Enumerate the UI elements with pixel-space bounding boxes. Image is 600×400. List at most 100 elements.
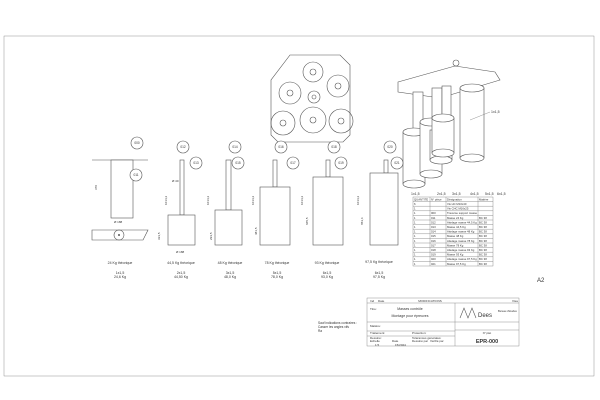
svg-text:018: 018 [331,145,337,149]
iso-label: 5x1,5 [485,192,494,196]
bom-cell: 019 [431,253,436,257]
svg-text:Vérifié par: Vérifié par [430,339,444,343]
bom-cell: BC 38 [479,257,487,261]
svg-text:Dessiné:: Dessiné: [370,336,382,340]
bom-cell: 013 [431,225,436,229]
bom-cell: BC 38 [479,248,487,252]
company-logo: Dees [459,307,492,319]
bom-cell: 1 [414,230,416,234]
balloon-000: 000 [130,136,144,150]
balloons: 000 011 012 013 014 015 016 017 018 019 … [129,136,404,182]
svg-text:Titre:: Titre: [370,307,377,311]
svg-text:Protection:: Protection: [412,331,427,335]
svg-text:Ø 188: Ø 188 [176,250,185,254]
bom-cell: 020 [431,257,436,261]
bom-cell: 1 [414,234,416,238]
svg-text:1014,2: 1014,2 [251,195,255,205]
svg-text:481,5: 481,5 [254,227,258,235]
bom-cell: Masse 44,5 Kg [447,225,466,229]
bom-cell: Attelage masse 78 Kg [447,239,475,243]
svg-text:6x1,5: 6x1,5 [323,271,332,275]
svg-text:5x1,5: 5x1,5 [273,271,282,275]
svg-text:020: 020 [387,145,393,149]
svg-text:012: 012 [180,145,186,149]
bom-header: Matière [479,197,489,201]
svg-text:1x1,5: 1x1,5 [116,271,125,275]
bom-cell: 1 [414,262,416,266]
bom-cell: 1 [414,248,416,252]
bom-cell: 018 [431,248,436,252]
svg-text:014: 014 [232,145,238,149]
bom-cell: 1 [414,243,416,247]
top-view [270,54,354,143]
svg-text:Casser les angles vifs: Casser les angles vifs [318,325,349,329]
bom-cell: 014 [431,230,436,234]
bom-cell: Vis HC M10x40 [447,202,467,206]
bom-cell: 1 [414,225,416,229]
svg-text:Visa: Visa [512,299,518,303]
svg-text:015: 015 [235,161,241,165]
bom-cell: 1 [414,211,416,215]
svg-text:44,5 Kg théorique: 44,5 Kg théorique [167,261,195,265]
bom-cell: 1 [414,239,416,243]
svg-text:1014,2: 1014,2 [206,195,210,205]
bom-header: QUANTITE [414,197,428,201]
svg-text:Sauf indications contraires :: Sauf indications contraires : [318,321,357,325]
bom-cell: 1 [414,220,416,224]
bom-cell: BC 38 [479,216,487,220]
sheet-frame [3,35,595,377]
bom-cell: 021 [431,262,436,266]
bom-cell: 1 [414,216,416,220]
svg-text:019: 019 [338,161,344,165]
svg-text:Ra: Ra [318,329,322,333]
balloon-014: 014 [228,140,242,154]
svg-text:1014,2: 1014,2 [356,195,360,205]
iso-label: 3x1,5 [452,192,461,196]
bom-cell: Masse 24 Kg [447,216,464,220]
svg-text:011: 011 [133,173,138,177]
svg-text:Bureau d'études: Bureau d'études [498,309,518,313]
svg-text:6x1,5: 6x1,5 [375,271,384,275]
svg-text:Dessiné par: Dessiné par [412,339,428,343]
svg-text:1014,2: 1014,2 [164,195,168,205]
bom-cell: 015 [431,234,436,238]
balloon-015: 015 [231,156,245,170]
isometric-view: 1x1,5 1x1,5 2x1,5 3x1,5 4x1,5 5x1,5 6x1,… [397,59,506,196]
svg-text:Montage pour épreuves: Montage pour épreuves [392,314,429,318]
bom-cell: Masse 93 Kg [447,253,464,257]
svg-text:000: 000 [134,141,140,145]
svg-text:1:5: 1:5 [375,343,380,347]
balloon-011: 011 [129,168,143,182]
svg-text:333,5: 333,5 [157,232,161,240]
balloon-020: 020 [383,140,397,154]
svg-text:370: 370 [94,185,98,190]
title-block: Ind Date MODIFICATIONS Visa Titre: Masse… [366,297,520,347]
svg-text:665,5: 665,5 [305,217,309,225]
svg-text:Tolérances générales:: Tolérances générales: [412,336,442,340]
svg-text:Ø 188: Ø 188 [114,220,123,224]
svg-text:021: 021 [394,161,400,165]
general-notes: Sauf indications contraires : Casser les… [318,321,357,333]
bom-frame [412,196,494,267]
svg-text:48,0 Kg: 48,0 Kg [224,275,236,279]
bom-cell: 000 [431,211,436,215]
bom-cell: Attelage masse 93 Kg [447,248,475,252]
svg-text:93,0 Kg: 93,0 Kg [321,275,333,279]
bom-cell: 1 [414,207,416,211]
svg-text:Dees: Dees [478,313,492,319]
bom-cell: Masse 97,5 Kg [447,262,466,266]
bom-cell: Vis CHC M16x25 [447,207,469,211]
svg-text:Date: Date [392,339,399,343]
mass-labels: 24 Kg théorique 1x1,524,6 Kg 44,5 Kg théo… [108,260,393,279]
iso-label: 1x1,5 [411,192,420,196]
svg-text:78 Kg théorique: 78 Kg théorique [265,261,290,265]
svg-text:78,0 Kg: 78,0 Kg [271,275,283,279]
iso-label: 4x1,5 [470,192,479,196]
svg-text:Date: Date [378,299,385,303]
svg-text:24 Kg théorique: 24 Kg théorique [108,261,133,265]
bom-header: Désignation [447,197,462,201]
bom-cell: BC 38 [479,243,487,247]
svg-text:24,6 Kg: 24,6 Kg [114,275,126,279]
